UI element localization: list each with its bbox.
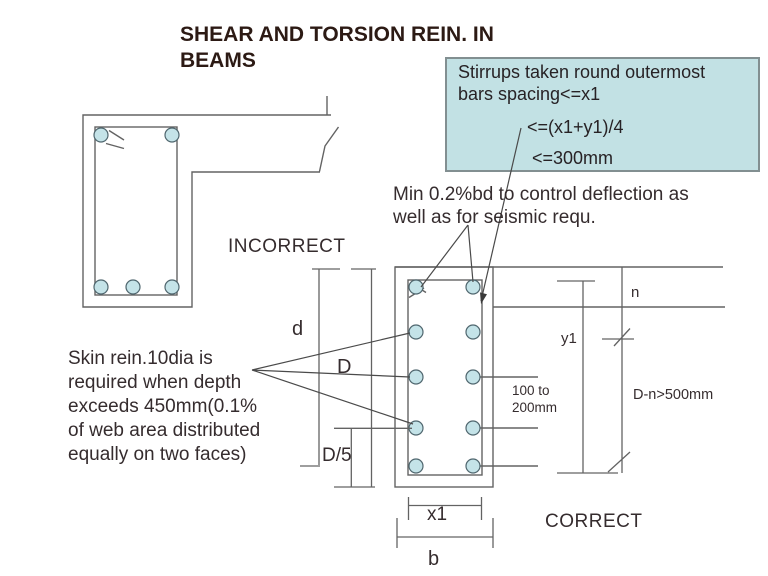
skin-note-line-1: Skin rein.10dia is [68,348,213,369]
skin-note-leader [251,332,414,425]
rebar-bar [465,324,481,340]
incorrect-stirrup-hooks [105,129,125,150]
correct-rebar-group [408,279,481,474]
skin-note-line-5: equally on two faces) [68,444,247,465]
dim-label-D5: D/5 [322,445,352,466]
rebar-bar [408,458,424,474]
min-note-line-2: well as for seismic requ. [393,207,596,228]
dim-d-line [300,268,340,467]
min-note-line-1: Min 0.2%bd to control deflection as [393,184,689,205]
dim-y1-line [557,280,618,474]
incorrect-rebar-group [93,127,180,295]
dim-label-y1: y1 [561,330,577,347]
incorrect-break-mark [318,96,340,172]
rebar-bar [465,279,481,295]
depth-condition-label: D-n>500mm [633,387,714,403]
rebar-bar [93,279,109,295]
title-line-1: SHEAR AND TORSION REIN. IN [180,23,494,46]
dim-D-line [334,268,376,488]
dimension-lines [300,267,634,548]
incorrect-stirrup [94,126,178,296]
dim-Dn-line [602,267,634,473]
rebar-bar [465,458,481,474]
dim-label-D: D [337,356,352,378]
skin-note-line-3: exceeds 450mm(0.1% [68,396,258,417]
callout-line-3: <=(x1+y1)/4 [527,117,624,137]
rebar-bar [164,127,180,143]
stirrup-callout-box [445,57,760,172]
dim-label-d: d [292,318,304,340]
correct-beam-section [394,266,725,488]
rebar-bar [408,324,424,340]
callout-line-1: Stirrups taken round outermost [458,62,706,82]
bar-spacing-line-1: 100 to [512,383,550,398]
incorrect-beam-outline [82,114,331,308]
min-reinforcement-note: Min 0.2%bd to control deflection as well… [393,183,689,229]
dim-label-x1: x1 [427,504,448,525]
rebar-bar [125,279,141,295]
correct-label: CORRECT [545,511,643,532]
bar-spacing-line-2: 200mm [512,400,558,415]
skin-reinforcement-note: Skin rein.10dia is required when depth e… [68,347,260,467]
min-note-leader [420,224,474,288]
page-title: SHEAR AND TORSION REIN. IN BEAMS [180,22,494,74]
rebar-bar [164,279,180,295]
leader-lines [251,127,522,425]
rebar-bar [465,369,481,385]
callout-leader-arrowhead [480,292,487,304]
rebar-bar [408,279,424,295]
callout-line-4: <=300mm [532,148,614,168]
incorrect-beam-section [82,96,340,308]
callout-line-2: bars spacing<=x1 [458,84,601,104]
bar-spacing-label: 100 to 200mm [512,382,557,416]
skin-note-line-2: required when depth [68,372,242,393]
incorrect-label: INCORRECT [228,236,346,257]
rebar-bar [408,369,424,385]
dim-b-line [396,518,494,548]
skin-note-line-4: of web area distributed [68,420,261,441]
rebar-bar [465,420,481,436]
rebar-bar [93,127,109,143]
dim-D5-line [334,427,412,487]
dim-x1-line [407,497,483,520]
title-line-2: BEAMS [180,49,256,72]
dim-label-b: b [428,548,440,570]
dim-label-n: n [631,284,640,301]
callout-leader [480,127,522,302]
